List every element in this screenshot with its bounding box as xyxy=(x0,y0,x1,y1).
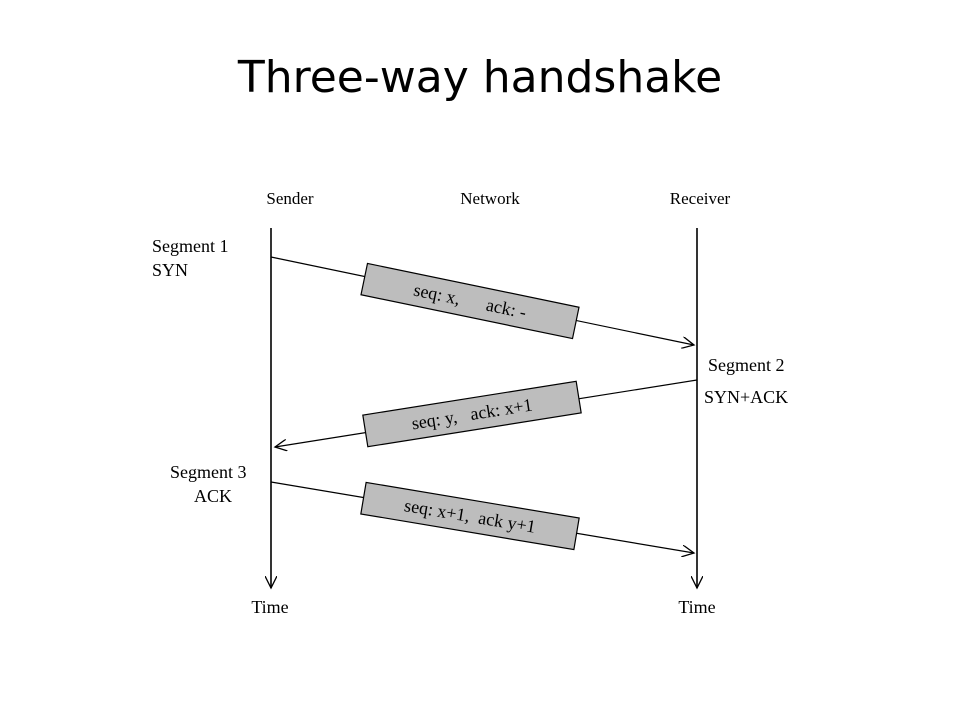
segment-3-flags: ACK xyxy=(194,486,232,506)
slide-title: Three-way handshake xyxy=(237,52,723,103)
receiver-header: Receiver xyxy=(670,189,731,208)
sender-time-label: Time xyxy=(251,597,288,617)
segment-1-label: Segment 1 xyxy=(152,236,229,256)
segment-1-flags: SYN xyxy=(152,260,188,280)
segment-3-packet: seq: x+1, ack y+1 xyxy=(360,481,580,551)
segment-2-flags: SYN+ACK xyxy=(704,387,788,407)
segment-2-packet: seq: y, ack: x+1 xyxy=(362,380,582,448)
sender-header: Sender xyxy=(266,189,314,208)
receiver-time-label: Time xyxy=(678,597,715,617)
segment-3-label: Segment 3 xyxy=(170,462,247,482)
network-header: Network xyxy=(460,189,520,208)
segment-1-packet: seq: x, ack: - xyxy=(360,262,580,340)
segment-2-label: Segment 2 xyxy=(708,355,785,375)
